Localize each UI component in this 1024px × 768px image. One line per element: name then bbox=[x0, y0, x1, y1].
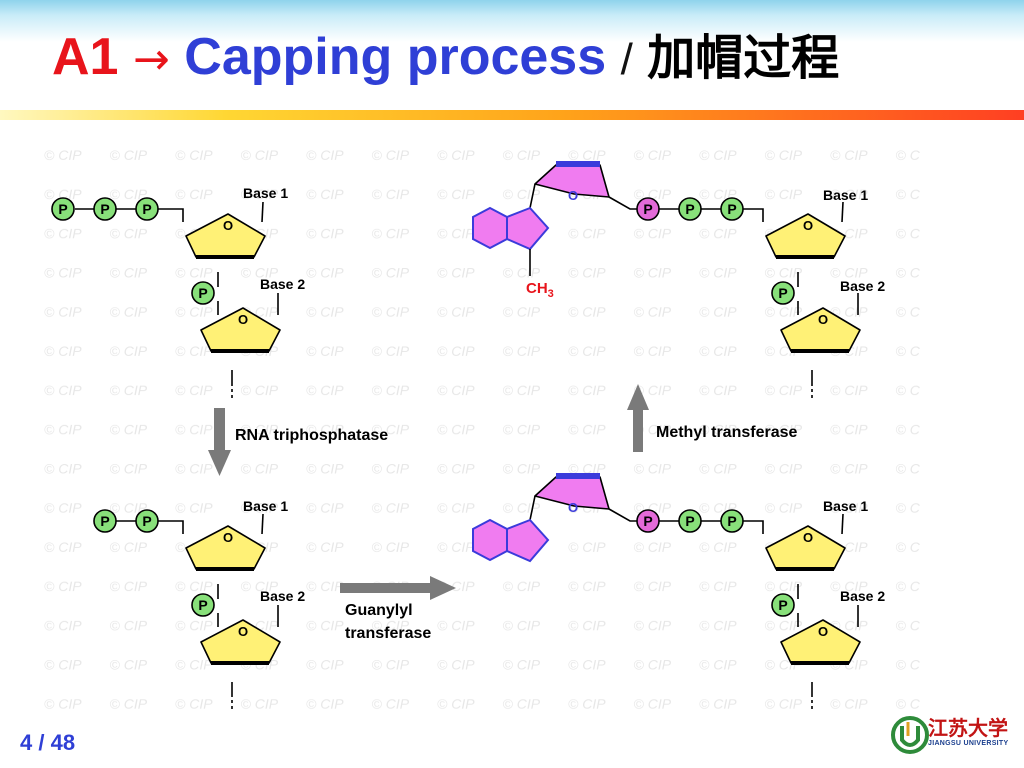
base2-label: Base 2 bbox=[260, 588, 305, 604]
base1-label: Base 1 bbox=[243, 185, 288, 201]
ring-oxygen-label: O bbox=[568, 188, 578, 203]
ring-oxygen-label: O bbox=[223, 530, 233, 545]
phosphate-circle: P bbox=[771, 593, 795, 617]
step-arrow-down bbox=[208, 408, 231, 476]
base2-label: Base 2 bbox=[840, 588, 885, 604]
ring-oxygen-label: O bbox=[238, 624, 248, 639]
cap-sugar: O bbox=[534, 473, 610, 515]
title-chinese: 加帽过程 bbox=[647, 30, 840, 86]
page-total: 48 bbox=[50, 730, 76, 755]
cap-phosphate-circle: P bbox=[636, 197, 660, 221]
enzyme-guanylyl-label-line2: transferase bbox=[345, 625, 431, 642]
enzyme-guanylyl-label-line1: Guanylyl bbox=[345, 602, 413, 619]
phosphate-circle: P bbox=[135, 197, 159, 221]
page-separator: / bbox=[38, 730, 45, 755]
ribose-ring: O bbox=[765, 213, 846, 259]
header-divider bbox=[0, 110, 1024, 120]
base1-label: Base 1 bbox=[243, 498, 288, 514]
cap-sugar: O bbox=[534, 161, 610, 203]
quadrant-triphosphate-rna: P P P O Base 1 P O Base 2 bbox=[51, 185, 305, 400]
slide-title: A1 → Capping process / 加帽过程 bbox=[52, 22, 839, 92]
phosphate-label: P bbox=[198, 597, 207, 613]
university-logo-icon bbox=[891, 716, 929, 754]
phosphate-label: P bbox=[685, 513, 694, 529]
base2-label: Base 2 bbox=[840, 278, 885, 294]
phosphate-circle: P bbox=[135, 509, 159, 533]
phosphate-label: P bbox=[727, 201, 736, 217]
phosphate-label: P bbox=[142, 201, 151, 217]
ring-oxygen-label: O bbox=[568, 500, 578, 515]
step-arrow-right bbox=[340, 576, 456, 600]
guanine-base bbox=[472, 518, 550, 563]
ribose-ring: O bbox=[780, 619, 861, 665]
ring-oxygen-label: O bbox=[818, 312, 828, 327]
phosphate-circle: P bbox=[93, 509, 117, 533]
phosphate-circle: P bbox=[191, 281, 215, 305]
ribose-ring: O bbox=[185, 213, 266, 259]
phosphate-label: P bbox=[58, 201, 67, 217]
phosphate-label: P bbox=[643, 513, 652, 529]
title-english: Capping process bbox=[184, 28, 607, 86]
page-number: 4 / 48 bbox=[20, 730, 75, 756]
phosphate-circle: P bbox=[771, 281, 795, 305]
ring-oxygen-label: O bbox=[238, 312, 248, 327]
ribose-ring: O bbox=[780, 307, 861, 353]
phosphate-circle: P bbox=[93, 197, 117, 221]
phosphate-label: P bbox=[142, 513, 151, 529]
quadrant-diphosphate-rna: P P O Base 1 P O Base 2 bbox=[93, 498, 305, 712]
ring-oxygen-label: O bbox=[223, 218, 233, 233]
page-current: 4 bbox=[20, 730, 33, 755]
phosphate-label: P bbox=[685, 201, 694, 217]
ribose-ring: O bbox=[200, 307, 281, 353]
title-prefix: A1 bbox=[52, 28, 119, 86]
phosphate-label: P bbox=[100, 513, 109, 529]
phosphate-label: P bbox=[727, 513, 736, 529]
ribose-ring: O bbox=[185, 525, 266, 571]
phosphate-circle: P bbox=[720, 509, 744, 533]
enzyme-methyl-label: Methyl transferase bbox=[656, 424, 797, 441]
base1-label: Base 1 bbox=[823, 187, 868, 203]
logo-chinese-name: 江苏大学 bbox=[928, 716, 1008, 740]
logo-english-name: JIANGSU UNIVERSITY bbox=[928, 740, 1009, 747]
quadrant-methylated-cap: O CH3 P P P O Base 1 P O Base 2 bbox=[472, 161, 885, 400]
cap-phosphate-circle: P bbox=[636, 509, 660, 533]
phosphate-circle: P bbox=[720, 197, 744, 221]
phosphate-label: P bbox=[643, 201, 652, 217]
phosphate-label: P bbox=[198, 285, 207, 301]
phosphate-label: P bbox=[100, 201, 109, 217]
phosphate-circle: P bbox=[191, 593, 215, 617]
phosphate-circle: P bbox=[51, 197, 75, 221]
ring-oxygen-label: O bbox=[818, 624, 828, 639]
title-separator: / bbox=[620, 35, 633, 84]
ribose-ring: O bbox=[200, 619, 281, 665]
methyl-group-label: CH3 bbox=[526, 280, 554, 300]
header-band bbox=[0, 0, 1024, 110]
title-arrow: → bbox=[132, 34, 170, 85]
step-arrow-up bbox=[627, 384, 649, 452]
quadrant-guanosine-cap: O P P P O Base 1 P O Base 2 bbox=[472, 473, 885, 712]
ring-oxygen-label: O bbox=[803, 218, 813, 233]
phosphate-circle: P bbox=[678, 197, 702, 221]
base1-label: Base 1 bbox=[823, 498, 868, 514]
enzyme-triphosphatase-label: RNA triphosphatase bbox=[235, 427, 388, 444]
base2-label: Base 2 bbox=[260, 276, 305, 292]
phosphate-label: P bbox=[778, 285, 787, 301]
phosphate-label: P bbox=[778, 597, 787, 613]
ribose-ring: O bbox=[765, 525, 846, 571]
phosphate-circle: P bbox=[678, 509, 702, 533]
methylguanine-base bbox=[472, 206, 550, 251]
ring-oxygen-label: O bbox=[803, 530, 813, 545]
